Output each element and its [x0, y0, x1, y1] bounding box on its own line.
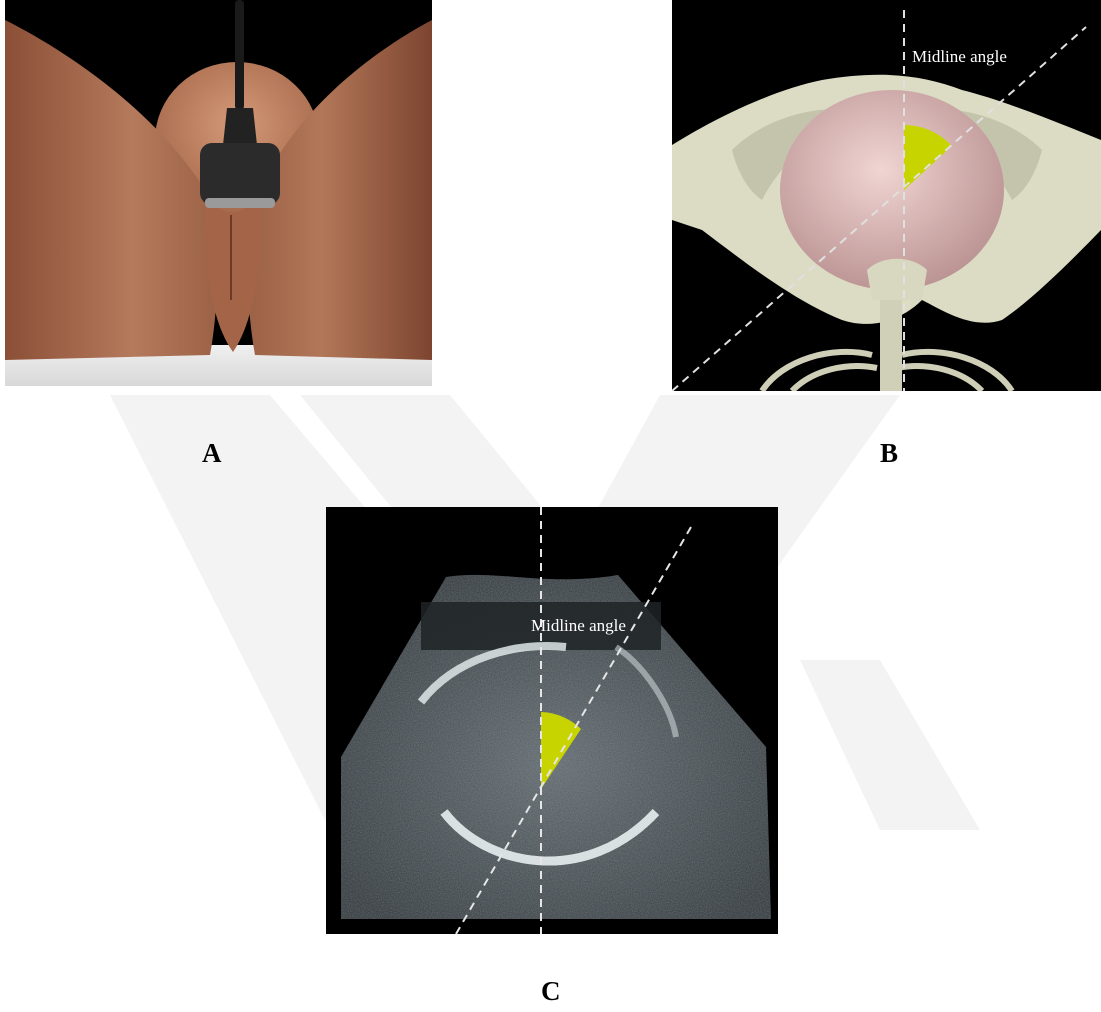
- watermark-stripe-3: [800, 660, 980, 830]
- sacrum: [867, 259, 927, 300]
- panel-b-pelvis-diagram: Midline angle: [672, 0, 1101, 391]
- midline-angle-label: Midline angle: [912, 47, 1007, 66]
- panel-c-ultrasound-image: Midline angle: [326, 507, 778, 934]
- panel-a-label: A: [202, 438, 222, 469]
- midline-angle-label: Midline angle: [531, 616, 626, 635]
- panel-c-label: C: [541, 976, 561, 1007]
- probe-neck: [223, 108, 257, 145]
- spine: [880, 300, 902, 391]
- ultrasound-probe: [200, 143, 280, 205]
- probe-cable: [235, 0, 244, 110]
- panel-a-probe-placement-image: [5, 0, 432, 386]
- panel-b-label: B: [880, 438, 898, 469]
